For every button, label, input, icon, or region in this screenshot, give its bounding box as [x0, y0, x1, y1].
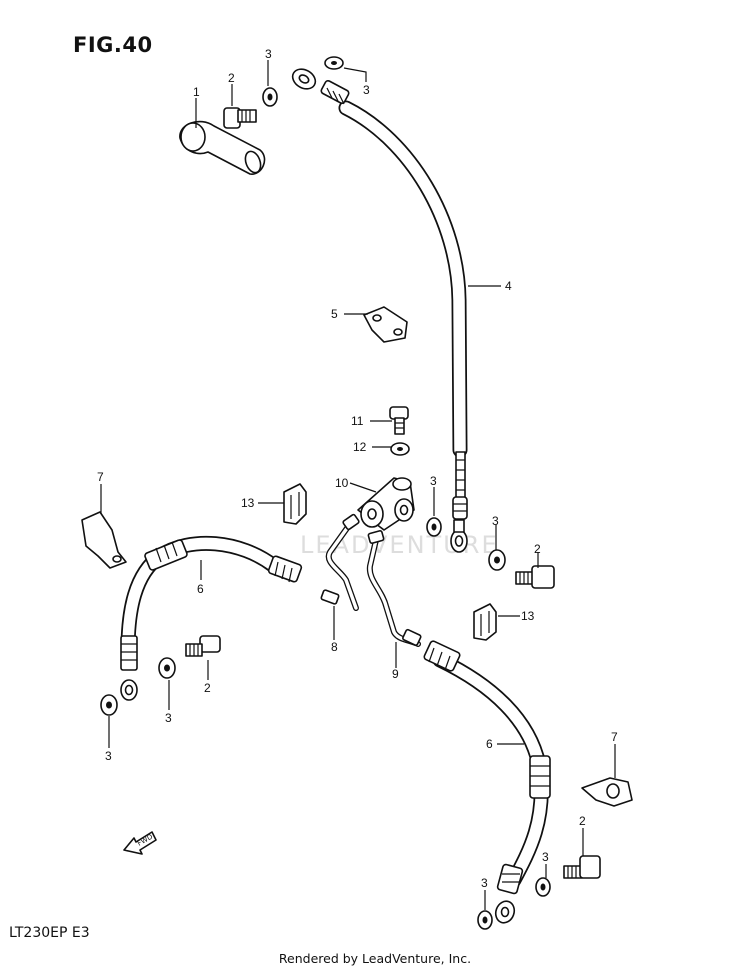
part-11-bolt[interactable] — [389, 406, 409, 435]
callout-5: 5 — [331, 307, 338, 321]
callout-3: 3 — [105, 749, 112, 763]
callout-6: 6 — [486, 737, 493, 751]
render-credit: Rendered by LeadVenture, Inc. — [278, 951, 472, 966]
callout-labels: 1 2 3 3 4 5 11 12 10 3 7 13 6 3 2 13 8 9… — [97, 47, 618, 890]
part-3-washer-lower-right-a[interactable] — [535, 877, 551, 897]
callout-2: 2 — [534, 542, 541, 556]
leader-lines — [100, 60, 616, 910]
callout-6: 6 — [197, 582, 204, 596]
part-2-bolt-lower-right[interactable] — [563, 855, 601, 879]
part-12-washer[interactable] — [390, 442, 410, 456]
part-2-bolt-right[interactable] — [515, 565, 555, 589]
part-3-washer-joint[interactable] — [426, 517, 442, 537]
part-6-hose-left[interactable] — [120, 535, 303, 701]
callout-3: 3 — [481, 876, 488, 890]
callout-3: 3 — [430, 474, 437, 488]
figure-title: FIG.40 — [73, 33, 153, 57]
part-7-clamp-right[interactable] — [581, 777, 633, 807]
part-5-clamp[interactable] — [363, 306, 408, 343]
callout-1: 1 — [193, 85, 200, 99]
callout-12: 12 — [353, 440, 367, 454]
part-8-brake-pipe-left[interactable] — [320, 513, 360, 611]
part-13-clip-right[interactable] — [473, 603, 497, 641]
part-9-brake-pipe-right[interactable] — [366, 530, 422, 647]
part-2-bolt-left[interactable] — [185, 635, 221, 657]
part-13-clip-left[interactable] — [283, 483, 307, 525]
fwd-arrow-icon: FWD — [123, 831, 157, 855]
part-3-washer-lower-right-b[interactable] — [477, 910, 493, 930]
part-3-washer-left-a[interactable] — [158, 657, 176, 679]
callout-3: 3 — [492, 514, 499, 528]
part-1-hose-guide[interactable] — [179, 120, 266, 175]
callout-4: 4 — [505, 279, 512, 293]
part-3-washer-top-a[interactable] — [262, 87, 278, 107]
callout-11: 11 — [351, 414, 364, 428]
callout-2: 2 — [228, 71, 235, 85]
callout-13: 13 — [521, 609, 535, 623]
callout-7: 7 — [97, 470, 104, 484]
callout-3: 3 — [265, 47, 272, 61]
part-7-clamp-left[interactable] — [81, 511, 127, 569]
part-3-washer-left-b[interactable] — [100, 694, 118, 716]
part-3-washer-right-a[interactable] — [488, 549, 506, 571]
callout-3: 3 — [165, 711, 172, 725]
callout-9: 9 — [392, 667, 399, 681]
model-code: LT230EP E3 — [9, 925, 90, 941]
part-10-three-way-joint[interactable] — [357, 477, 415, 531]
part-2-bolt-top[interactable] — [223, 107, 257, 129]
callout-7: 7 — [611, 730, 618, 744]
callout-2: 2 — [204, 681, 211, 695]
part-3-washer-top-b[interactable] — [324, 56, 344, 70]
callout-3: 3 — [542, 850, 549, 864]
callout-10: 10 — [335, 476, 349, 490]
callout-8: 8 — [331, 640, 338, 654]
callout-3: 3 — [363, 83, 370, 97]
part-6-hose-right[interactable] — [423, 640, 551, 925]
part-4-front-brake-hose[interactable] — [289, 65, 468, 553]
callout-13: 13 — [241, 496, 255, 510]
callout-2: 2 — [579, 814, 586, 828]
